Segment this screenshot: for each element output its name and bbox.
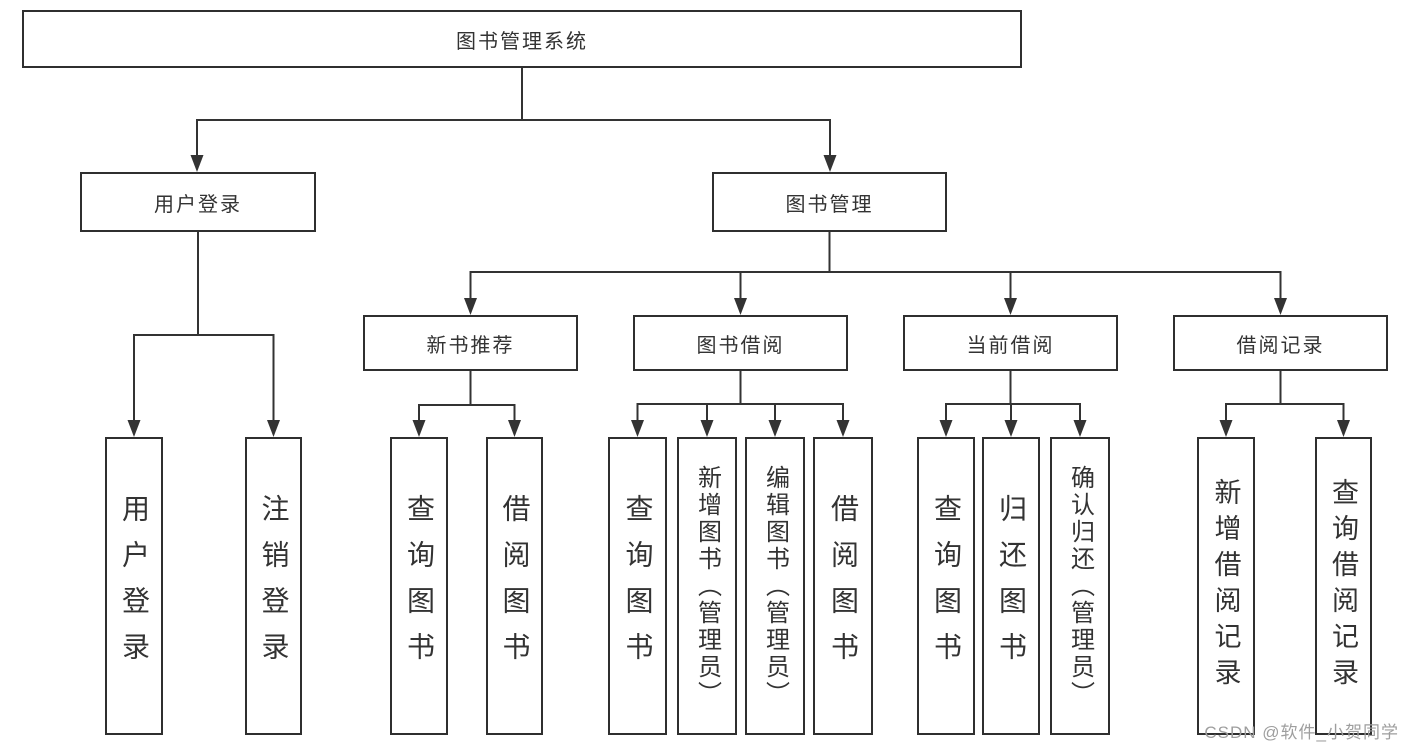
leaf-edit-book-admin-label: 编辑图书（管理员） [761,464,789,708]
leaf-query-books-recommend: 查询图书 [390,437,448,735]
leaf-borrow-books-borrow-label: 借阅图书 [828,494,859,678]
leaf-logout: 注销登录 [245,437,302,735]
leaf-confirm-return-admin: 确认归还（管理员） [1050,437,1110,735]
node-new-book-recommend: 新书推荐 [363,315,578,371]
leaf-add-borrow-record: 新增借阅记录 [1197,437,1255,735]
leaf-query-books-current-label: 查询图书 [931,494,962,678]
leaf-return-book: 归还图书 [982,437,1040,735]
leaf-user-login: 用户登录 [105,437,163,735]
node-borrow-records: 借阅记录 [1173,315,1388,371]
leaf-query-books-current: 查询图书 [917,437,975,735]
leaf-confirm-return-admin-label: 确认归还（管理员） [1066,464,1094,708]
leaf-query-books-borrow-label: 查询图书 [622,494,654,678]
leaf-query-books-borrow: 查询图书 [608,437,667,735]
leaf-logout-label: 注销登录 [258,494,290,678]
leaf-add-book-admin-label: 新增图书（管理员） [693,464,721,708]
node-user-login: 用户登录 [80,172,316,232]
leaf-add-borrow-record-label: 新增借阅记录 [1210,478,1241,694]
leaf-borrow-books-recommend-label: 借阅图书 [499,494,531,678]
leaf-edit-book-admin: 编辑图书（管理员） [745,437,805,735]
leaf-return-book-label: 归还图书 [996,494,1027,678]
node-library-management-system: 图书管理系统 [22,10,1022,68]
node-current-borrow: 当前借阅 [903,315,1118,371]
watermark: CSDN @软件_小贺同学 [1204,723,1399,742]
leaf-borrow-books-recommend: 借阅图书 [486,437,543,735]
leaf-add-book-admin: 新增图书（管理员） [677,437,737,735]
leaf-query-borrow-record-label: 查询借阅记录 [1328,478,1358,694]
node-book-borrow: 图书借阅 [633,315,848,371]
node-book-management: 图书管理 [712,172,947,232]
leaf-query-books-recommend-label: 查询图书 [404,494,435,678]
arrowheads [127,155,1350,437]
leaf-user-login-label: 用户登录 [119,494,150,678]
leaf-query-borrow-record: 查询借阅记录 [1315,437,1372,735]
leaf-borrow-books-borrow: 借阅图书 [813,437,873,735]
